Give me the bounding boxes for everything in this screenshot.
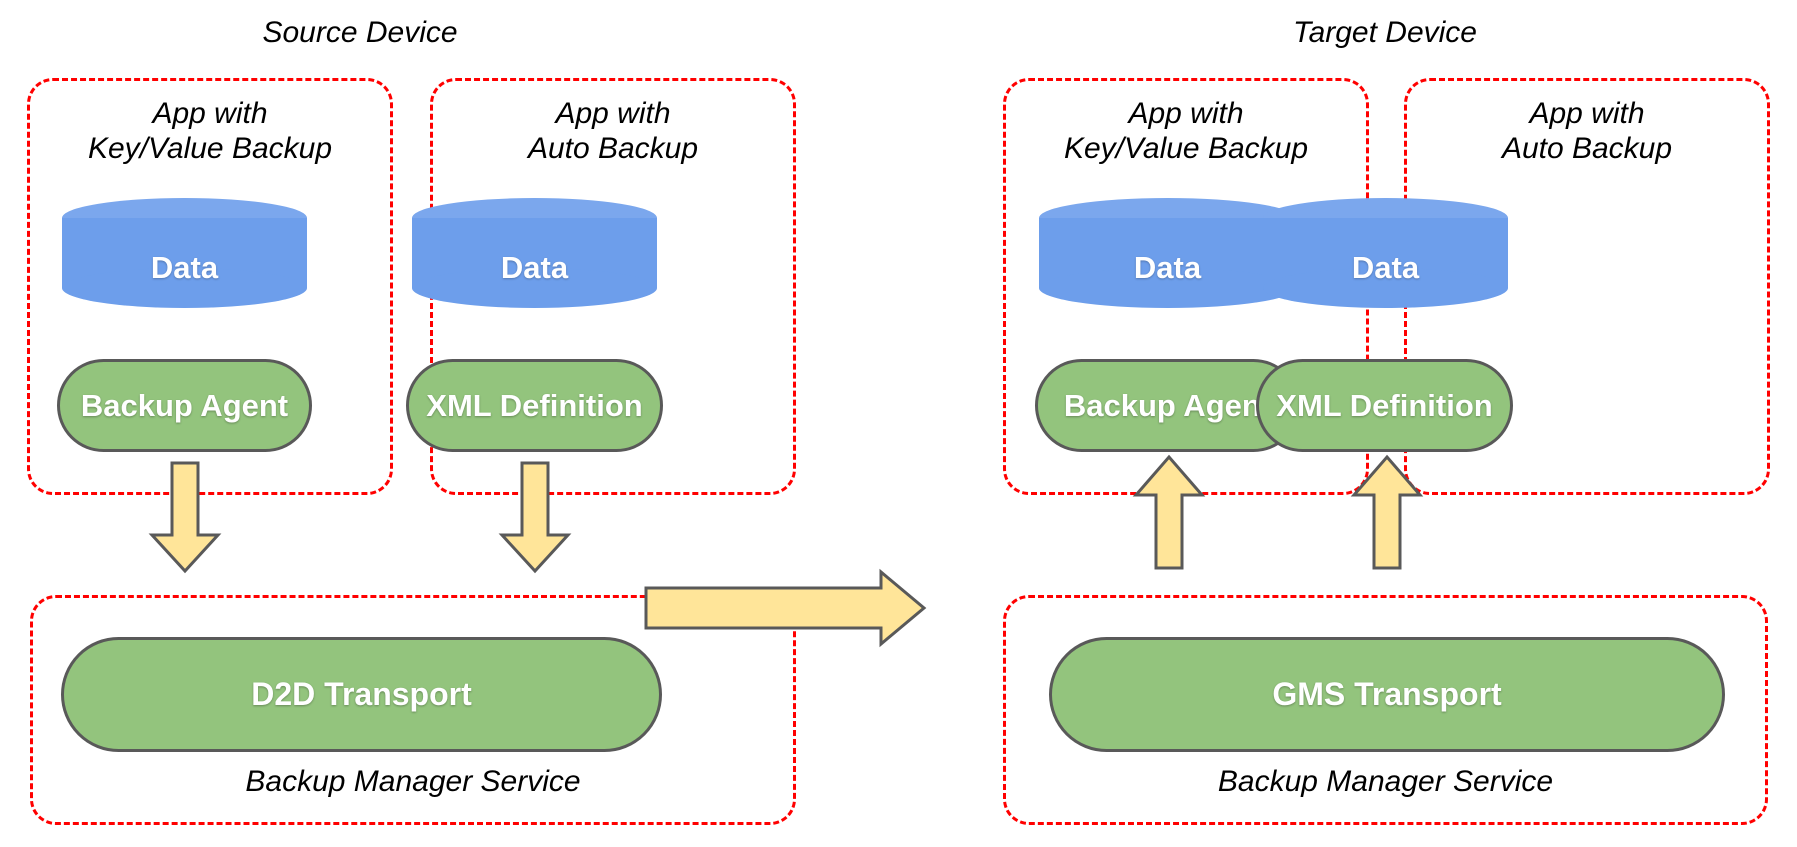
- target-app1-data-label: Data: [1133, 250, 1202, 285]
- target-backup-manager-service-caption: Backup Manager Service: [1217, 765, 1554, 798]
- source-app2-caption: App with Auto Backup: [527, 97, 699, 165]
- source-backup-manager-service-caption: Backup Manager Service: [245, 765, 581, 798]
- d2d-transport-pill[interactable]: D2D Transport: [61, 637, 662, 752]
- cylinder-bottom-ellipse: [1039, 268, 1296, 308]
- source-device-title: Source Device: [262, 16, 458, 49]
- source-app1-component[interactable]: Backup Agent: [57, 359, 312, 452]
- cylinder-bottom-ellipse: [1263, 268, 1508, 308]
- source-app1-data-label: Data: [150, 250, 219, 285]
- target-app2-data-cylinder: Data: [1263, 198, 1508, 308]
- source-backup-manager-service-container: [30, 595, 796, 825]
- target-app1-data-cylinder: Data: [1039, 198, 1296, 308]
- target-app2-data-label: Data: [1351, 250, 1420, 285]
- cylinder-bottom-ellipse: [62, 268, 307, 308]
- source-app2-data-cylinder: Data: [412, 198, 657, 308]
- source-app2-data-label: Data: [500, 250, 569, 285]
- target-device-title: Target Device: [1293, 16, 1477, 49]
- target-app2-caption: App with Auto Backup: [1501, 97, 1673, 165]
- target-app2-component[interactable]: XML Definition: [1256, 359, 1513, 452]
- source-app1-data-cylinder: Data: [62, 198, 307, 308]
- source-app2-component[interactable]: XML Definition: [406, 359, 663, 452]
- source-app1-down-arrow: [148, 461, 222, 574]
- cylinder-bottom-ellipse: [412, 268, 657, 308]
- source-app1-caption: App with Key/Value Backup: [87, 97, 333, 165]
- source-app2-down-arrow: [498, 461, 572, 574]
- target-app1-up-arrow: [1132, 454, 1206, 570]
- target-app1-caption: App with Key/Value Backup: [1063, 97, 1309, 165]
- target-backup-manager-service-container: [1003, 595, 1768, 825]
- gms-transport-pill[interactable]: GMS Transport: [1049, 637, 1725, 752]
- source-app1-container: [27, 78, 393, 495]
- transport-right-arrow: [644, 568, 927, 648]
- target-app1-component[interactable]: Backup Agent: [1035, 359, 1300, 452]
- target-app2-up-arrow: [1350, 454, 1424, 570]
